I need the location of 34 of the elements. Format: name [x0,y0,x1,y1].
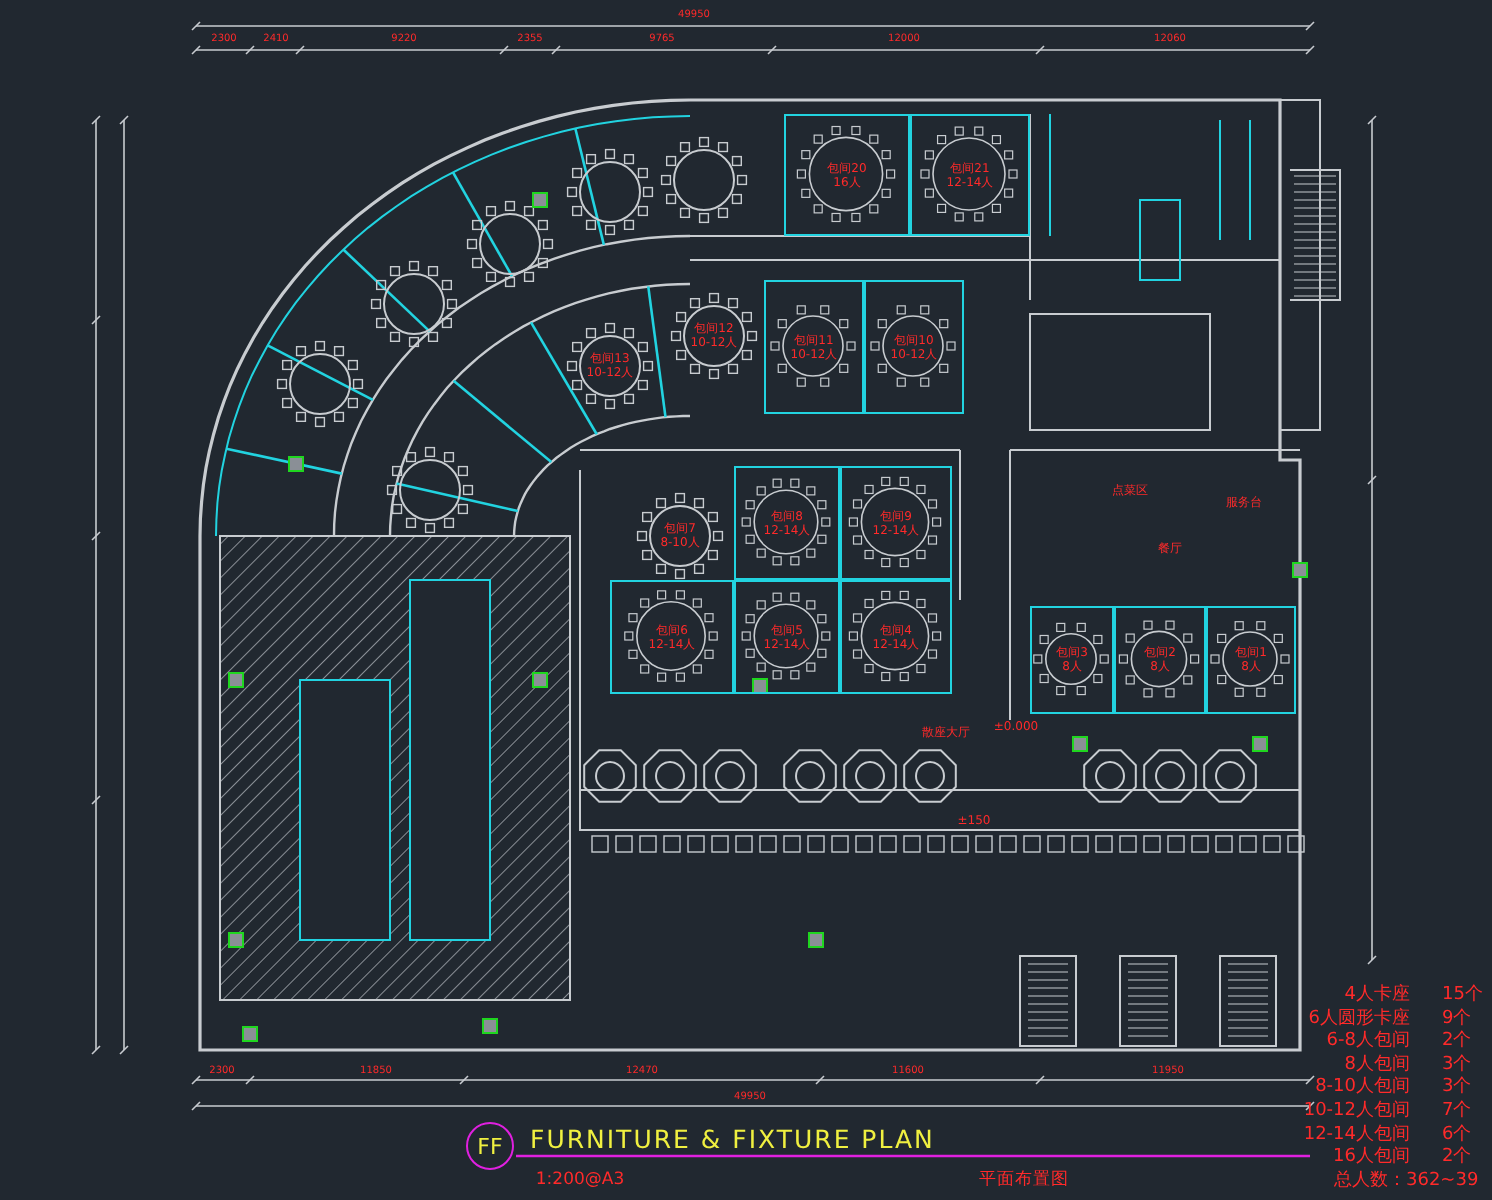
legend-cell: 总人数：362~39 [1334,1172,1479,1191]
legend-cell: 15个 [1442,987,1483,1005]
legend-cell: 4人卡座 [1344,987,1410,1005]
private-room [764,280,864,414]
symbol-code: FF [477,1135,503,1157]
legend-cell: 6个 [1442,1126,1472,1145]
private-room [840,466,952,580]
private-room [864,280,964,414]
legend-cell: 8-10人包间 [1315,1079,1410,1098]
private-room [734,466,840,580]
plan-title: FURNITURE & FIXTURE PLAN [530,1126,935,1152]
private-room [840,580,952,694]
legend-cell: 2个 [1442,1033,1472,1052]
legend-cell: 16人包间 [1333,1149,1410,1168]
legend-cell: 3个 [1442,1079,1472,1098]
legend-cell: 6人圆形卡座 [1308,1010,1410,1029]
legend-cell: 10-12人包间 [1303,1103,1410,1121]
private-room [784,114,910,236]
drawing-symbol [466,1122,514,1170]
scale-note: 1:200@A3 [535,1171,625,1189]
drawing-name: 平面布置图 [979,1171,1069,1189]
legend-cell: 6-8人包间 [1326,1033,1410,1052]
private-room [910,114,1030,236]
private-room [1114,606,1206,714]
legend-cell: 3个 [1442,1056,1472,1075]
legend-cell: 2个 [1442,1149,1472,1168]
private-room [610,580,734,694]
private-room [1030,606,1114,714]
legend-cell: 8人包间 [1344,1056,1410,1075]
private-room [734,580,840,694]
legend-cell: 12-14人包间 [1303,1126,1410,1145]
legend-cell: 9个 [1442,1010,1472,1029]
legend-cell: 7个 [1442,1103,1472,1121]
private-room [1206,606,1296,714]
